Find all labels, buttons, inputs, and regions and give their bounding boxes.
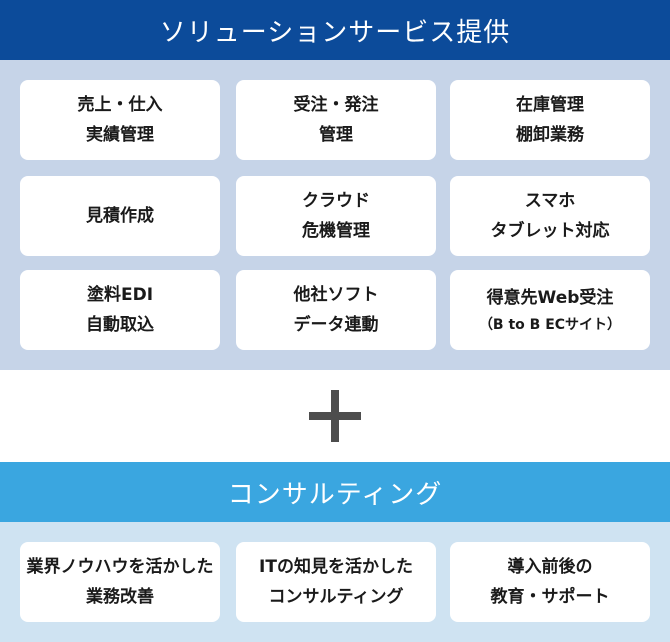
card-line-1: 見積作成: [86, 206, 154, 226]
consulting-title: コンサルティング: [0, 462, 670, 522]
card-line-1: 塗料EDI: [86, 285, 154, 305]
card-line-1: 導入前後の: [507, 557, 593, 577]
card-estimate: 見積作成: [20, 176, 220, 256]
card-sales-purchase: 売上・仕入 実績管理: [20, 80, 220, 160]
card-business-improvement: 業界ノウハウを活かした 業務改善: [20, 542, 220, 622]
card-line-2: 自動取込: [86, 315, 154, 335]
card-it-consulting: ITの知見を活かした コンサルティング: [236, 542, 436, 622]
card-line-2: 実績管理: [86, 125, 154, 145]
card-line-2: コンサルティング: [268, 587, 404, 607]
card-cloud: クラウド 危機管理: [236, 176, 436, 256]
card-inventory: 在庫管理 棚卸業務: [450, 80, 650, 160]
card-education-support: 導入前後の 教育・サポート: [450, 542, 650, 622]
card-line-1: 得意先Web受注: [486, 288, 614, 308]
solutions-title: ソリューションサービス提供: [0, 0, 670, 60]
card-line-1: 業界ノウハウを活かした: [26, 557, 214, 577]
card-line-2: 教育・サポート: [490, 587, 610, 607]
card-line-2: 棚卸業務: [516, 125, 584, 145]
card-line-2: データ連動: [293, 315, 379, 335]
card-web-order: 得意先Web受注 （B to B ECサイト）: [450, 270, 650, 350]
card-line-2: 危機管理: [302, 221, 370, 241]
card-line-1: スマホ: [524, 191, 576, 211]
card-line-2: タブレット対応: [490, 221, 610, 241]
card-smartphone: スマホ タブレット対応: [450, 176, 650, 256]
card-line-1: 受注・発注: [293, 95, 379, 115]
card-line-1: 売上・仕入: [77, 95, 163, 115]
card-line-2: 業務改善: [86, 587, 154, 607]
card-line-1: ITの知見を活かした: [259, 557, 413, 577]
card-data-link: 他社ソフト データ連動: [236, 270, 436, 350]
card-line-1: クラウド: [302, 191, 370, 211]
card-order-management: 受注・発注 管理: [236, 80, 436, 160]
card-subtitle: （B to B ECサイト）: [478, 317, 622, 333]
card-paint-edi: 塗料EDI 自動取込: [20, 270, 220, 350]
card-line-2: 管理: [319, 125, 353, 145]
card-line-1: 他社ソフト: [293, 285, 379, 305]
plus-icon: [309, 390, 361, 442]
card-line-1: 在庫管理: [516, 95, 584, 115]
